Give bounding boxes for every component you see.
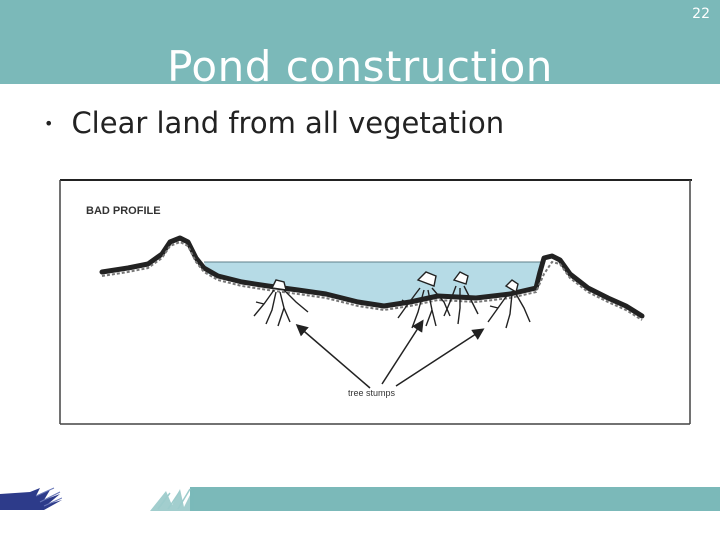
tree-stump-3: [443, 271, 479, 325]
slide-title: Pond construction: [167, 42, 553, 84]
footer-bar: [150, 487, 720, 511]
tree-stump-2: [397, 271, 451, 329]
arrow-to-stump-1: [295, 324, 371, 389]
bullet-item: • Clear land from all vegetation: [44, 106, 504, 140]
title-container: Pond construction: [0, 0, 720, 84]
header-band: [0, 0, 720, 84]
callout-label: tree stumps: [348, 388, 396, 398]
arrow-to-stump-2: [381, 319, 424, 385]
arrow-to-stump-4: [395, 328, 485, 387]
bullet-text: Clear land from all vegetation: [71, 106, 505, 140]
footer-accent-left: [0, 486, 62, 512]
pond-profile-figure: BAD PROFILE tree stumps: [59, 179, 692, 425]
ground-profile: [99, 235, 645, 319]
page-number: 22: [692, 6, 710, 22]
figure-heading: BAD PROFILE: [86, 205, 161, 217]
tree-stump-4: [487, 279, 531, 329]
bullet-dot-icon: •: [44, 113, 54, 133]
tree-stump-1: [253, 279, 309, 327]
ground-profile-texture: [101, 240, 643, 321]
